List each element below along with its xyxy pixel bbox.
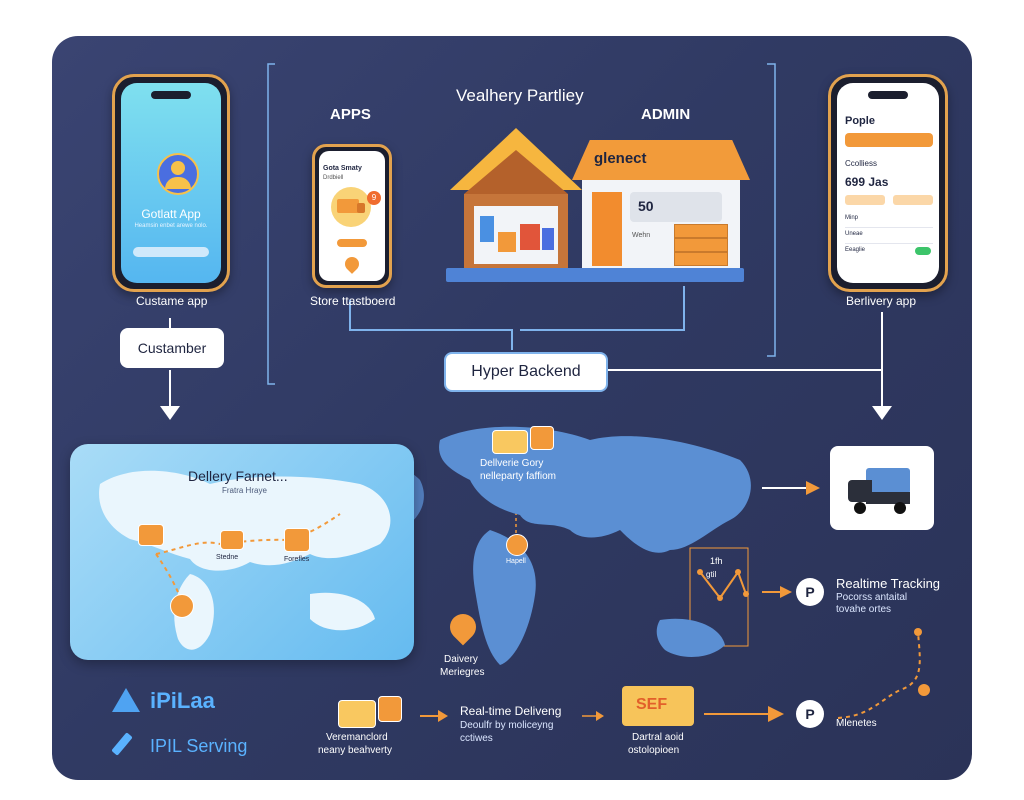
admin-board-small: Wehn [632,232,651,239]
warehouse-house [440,128,590,268]
delivery-phone-caption: Berlivery app [846,294,917,308]
map-pin-icon [170,594,194,618]
delivery-truck-icon [331,187,371,227]
realtime-title: Real-time Deliveng [460,704,562,718]
world-pin-icon [506,534,528,556]
sef-label: SEF [636,696,668,713]
realtime-sub-2: cctiwes [460,733,493,744]
delivery-pin-caption-2: Meriegres [440,667,485,678]
bottom-truck-icon [338,700,376,728]
tracking-pin: P [796,578,824,606]
map-truck-icon-1 [138,524,164,546]
store-phone-caption: Store ttastboerd [310,294,396,308]
delivery-vehicle-icon [848,468,918,514]
delivery-row-3[interactable]: Eeaglie [845,247,866,253]
brand-logo-icon [112,688,140,712]
world-box-icon [530,426,554,450]
map-card-land [99,470,391,650]
world-pin-caption: Hapell [506,558,526,565]
bottom-left-caption-2: neany beahverty [318,745,392,756]
customer-app-sub: Heamsin enbet arewe nolo. [134,223,208,229]
store-header: Gota Smaty [323,165,362,172]
map-card-sub: Fratra Hraye [222,486,267,495]
center-title: Vealhery Partliey [456,86,584,105]
delivery-orange-bar[interactable] [845,133,933,147]
brand-logo-text: iPiLaa [150,688,215,713]
customer-box: Custamber [120,328,224,368]
bottom-pin-caption: Mlenetes [836,718,877,729]
delivery-toggle[interactable] [915,247,931,255]
tracking-sub-1: Pocorss antaital [836,592,908,603]
admin-board-value: 50 [638,198,654,214]
brand-serving: IPIL Serving [150,736,248,756]
delivery-amount: 699 Jas [845,175,889,189]
store-cta-button[interactable] [337,239,367,247]
map-truck-icon-3 [284,528,310,552]
world-truck-caption-1: Dellverie Gory [480,458,544,469]
apps-label: APPS [330,106,371,123]
delivery-pin-caption-1: Daivery [444,654,478,665]
bottom-left-caption-1: Veremanclord [326,732,388,743]
user-avatar-icon [157,153,199,195]
map-point-label-2: Forefles [284,556,310,563]
delivery-row-1[interactable]: Minp [845,215,933,228]
admin-board: 50 [630,192,722,222]
admin-boxes [674,224,728,266]
location-pin-icon [342,254,362,274]
mini-chart-sub: gtil [706,570,717,579]
delivery-phone: Pople Ccolliess 699 Jas Minp Uneae Eeagl… [828,74,948,292]
sef-caption-1: Dartral aoid [632,732,684,743]
world-truck-icon [492,430,528,454]
admin-sign: glenect [594,150,647,167]
customer-app-button[interactable] [133,247,209,257]
admin-door [592,192,622,266]
tracking-sub-2: tovahe ortes [836,604,892,615]
realtime-sub-1: Deoulfr by moliceyng [460,720,554,731]
map-point-label-1: Stedne [216,554,239,561]
vehicle-card [830,446,934,530]
bottom-box-icon [378,696,402,722]
delivery-chip-1[interactable] [845,195,885,205]
map-truck-icon-2 [220,530,244,550]
mini-chart-top: 1fh [710,556,723,566]
store-sub: Drdbiell [323,175,344,181]
store-badge: 9 [367,191,381,205]
customer-app-title: Gotlatt App [141,207,201,221]
customer-phone: Gotlatt App Heamsin enbet arewe nolo. [112,74,230,292]
world-truck-caption-2: nelleparty faffiom [480,471,556,482]
tracking-title: Realtime Tracking [836,576,941,591]
sef-badge: SEF [622,686,694,726]
map-card: Dellery Farnet... Fratra Hraye Stedne Fo… [70,444,414,660]
backend-box: Hyper Backend [444,352,608,392]
bottom-pin: P [796,700,824,728]
delivery-app-title: Pople [845,115,875,127]
delivery-chip-2[interactable] [893,195,933,205]
customer-phone-caption: Custame app [136,294,208,308]
sef-caption-2: ostolopioen [628,745,680,756]
delivery-section: Ccolliess [845,159,878,168]
admin-building: glenect 50 Wehn [572,140,750,270]
store-phone: Gota Smaty Drdbiell 9 [312,144,392,288]
platform-base [446,268,744,282]
admin-label: ADMIN [641,106,691,123]
delivery-row-2[interactable]: Uneae [845,231,933,244]
map-card-title: Dellery Farnet... [188,468,288,484]
